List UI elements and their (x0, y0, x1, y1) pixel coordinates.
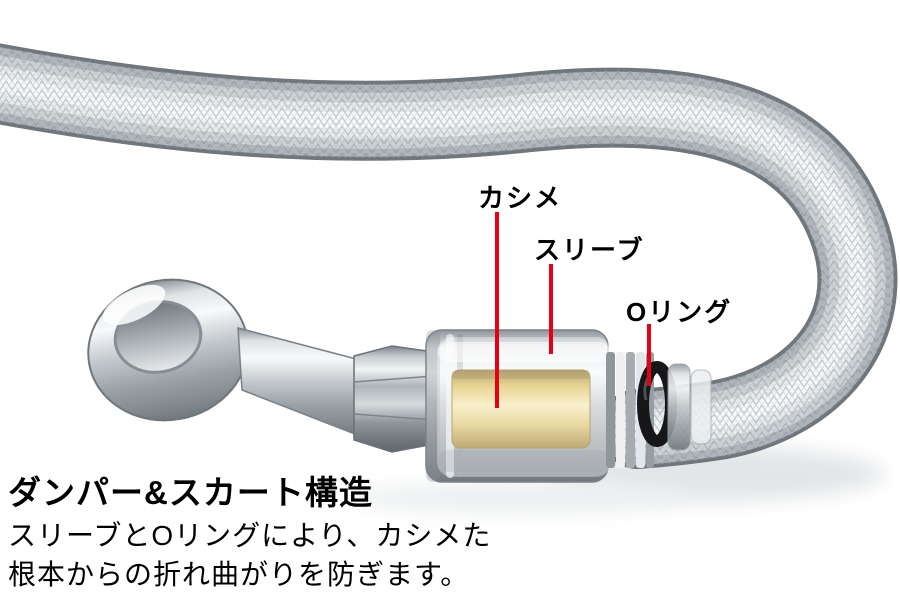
caption-line-2: 根本からの折れ曲がりを防ぎます。 (8, 559, 470, 590)
crimp-label: カシメ (478, 183, 563, 213)
sleeve (437, 337, 611, 477)
caption-line-1: スリーブとOリングにより、カシメた (8, 520, 492, 551)
leader-lines (495, 212, 651, 408)
hex-nut (353, 345, 435, 453)
sleeve-label: スリーブ (534, 235, 645, 265)
skirt-collar (667, 363, 712, 451)
neck-tube (237, 327, 361, 438)
oring-label: Oリング (626, 297, 733, 327)
banjo-fitting (87, 278, 249, 422)
braided-hose (0, 43, 898, 469)
caption-title: ダンパー&スカート構造 (8, 474, 373, 511)
crimp (451, 369, 591, 449)
